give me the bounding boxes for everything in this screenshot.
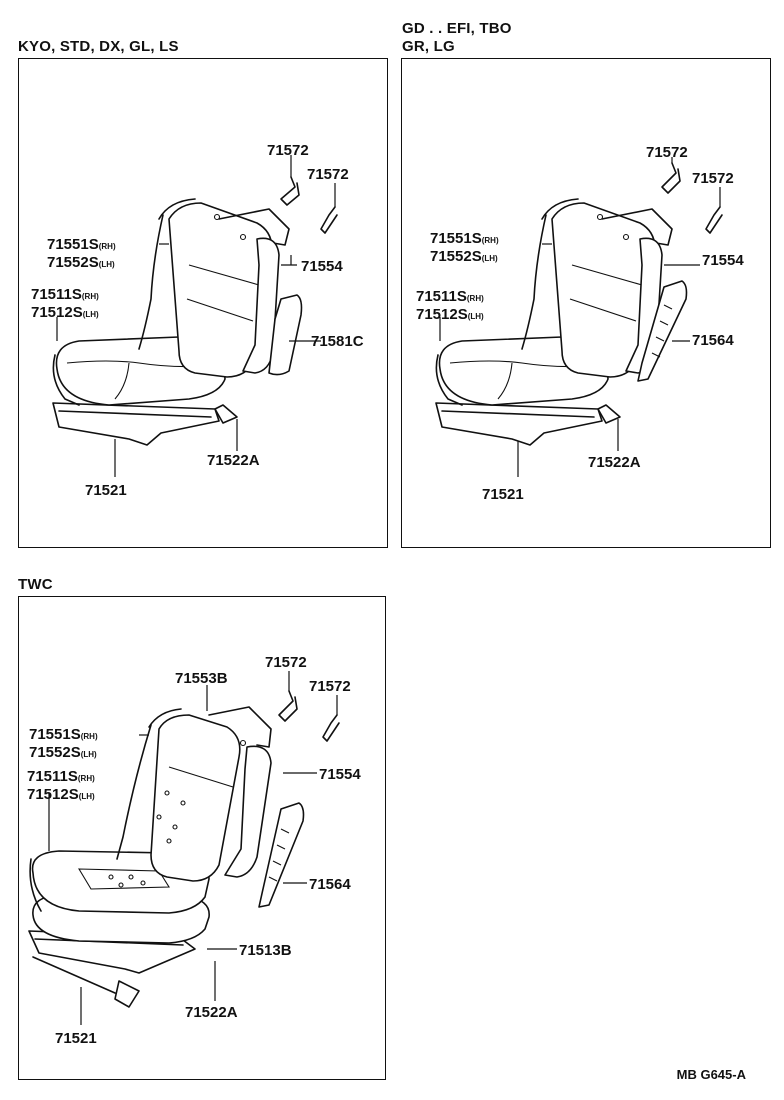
callout-top-pad: 71553B [175, 670, 228, 687]
callout-back-frame-a: 71551S(RH) [47, 236, 116, 253]
callout-base: 71521 [55, 1030, 97, 1047]
callout-main: 71551S [47, 236, 99, 253]
callout-suffix: (LH) [99, 260, 115, 269]
clip-b-shape [705, 206, 723, 234]
callout-main: 71511S [31, 286, 82, 303]
callout-main: 71512S [416, 306, 468, 323]
clip-b-shape [320, 206, 338, 234]
panel-title-line: TWC [18, 576, 53, 593]
side-part-cover [637, 280, 688, 382]
callout-clip-a: 71572 [265, 654, 307, 671]
callout-main: 71512S [27, 786, 79, 803]
callout-base: 71521 [85, 482, 127, 499]
side-part-cover [268, 294, 303, 376]
callout-suffix: (LH) [468, 312, 484, 321]
callout-back-side-pad: 71554 [301, 258, 343, 275]
back-side-pad [224, 745, 272, 878]
callout-main: 71552S [430, 248, 482, 265]
panel-title-line: GD . . EFI, TBO [402, 20, 512, 37]
clip-a-shape [661, 162, 681, 194]
callout-suffix: (LH) [83, 310, 99, 319]
clip-b-shape [322, 714, 340, 742]
seat-base-frame [435, 402, 621, 446]
callout-main: 71551S [430, 230, 482, 247]
seat-diagram-gd: 71572 71572 71551S(RH) 71552S(LH) 71511S… [416, 144, 744, 503]
callout-back-frame-b: 71552S(LH) [430, 248, 498, 265]
callout-cushion-frame-a: 71511S(RH) [416, 288, 484, 305]
callout-bracket: 71522A [588, 454, 641, 471]
seat-backrest [138, 198, 290, 378]
callout-back-side-pad: 71554 [702, 252, 744, 269]
callout-suffix: (RH) [82, 292, 99, 301]
callout-back-frame-a: 71551S(RH) [29, 726, 98, 743]
callout-clip-b: 71572 [309, 678, 351, 695]
callout-suffix: (LH) [482, 254, 498, 263]
callout-back-side-pad: 71554 [319, 766, 361, 783]
callout-back-frame-a: 71551S(RH) [430, 230, 499, 247]
callout-cushion-pad: 71513B [239, 942, 292, 959]
panel-title-twc: TWC [18, 576, 53, 594]
callout-cushion-frame-a: 71511S(RH) [27, 768, 95, 785]
clip-a-shape [278, 690, 298, 722]
callout-main: 71512S [31, 304, 83, 321]
diagram-panel-twc: 71553B 71572 71572 71551S(RH) 71552S(LH)… [18, 596, 386, 1080]
callout-cushion-frame-a: 71511S(RH) [31, 286, 99, 303]
diagram-panel-gd: 71572 71572 71551S(RH) 71552S(LH) 71511S… [401, 58, 771, 548]
panel-title-line: KYO, STD, DX, GL, LS [18, 38, 179, 55]
callout-back-frame-b: 71552S(LH) [29, 744, 97, 761]
document-code: MB G645-A [676, 1067, 746, 1082]
callout-bracket: 71522A [185, 1004, 238, 1021]
callout-base: 71521 [482, 486, 524, 503]
callout-side-part: 71581C [311, 333, 364, 350]
callout-clip-a: 71572 [267, 142, 309, 159]
callout-main: 71511S [27, 768, 78, 785]
callout-bracket: 71522A [207, 452, 260, 469]
side-part-cover [258, 802, 305, 908]
panel-title-kyo: KYO, STD, DX, GL, LS [18, 38, 179, 56]
seat-diagram-twc: 71553B 71572 71572 71551S(RH) 71552S(LH)… [27, 654, 361, 1047]
diagram-panel-kyo: 71572 71572 71551S(RH) 71552S(LH) 71511S… [18, 58, 388, 548]
callout-side-part: 71564 [309, 876, 351, 893]
callout-main: 71552S [47, 254, 99, 271]
panel-title-gd: GD . . EFI, TBO GR, LG [402, 20, 512, 56]
callout-suffix: (RH) [482, 236, 499, 245]
seat-base-frame [52, 402, 238, 446]
callout-main: 71551S [29, 726, 81, 743]
callout-cushion-frame-b: 71512S(LH) [27, 786, 95, 803]
callout-clip-a: 71572 [646, 144, 688, 161]
clip-a-shape [280, 176, 300, 206]
callout-suffix: (LH) [79, 792, 95, 801]
seat-diagram-kyo: 71572 71572 71551S(RH) 71552S(LH) 71511S… [31, 142, 364, 499]
seat-backrest [116, 706, 272, 882]
callout-main: 71552S [29, 744, 81, 761]
callout-suffix: (RH) [78, 774, 95, 783]
callout-back-frame-b: 71552S(LH) [47, 254, 115, 271]
leader-back-side-pad [281, 255, 297, 266]
callout-cushion-frame-b: 71512S(LH) [31, 304, 99, 321]
panel-title-line: GR, LG [402, 38, 455, 55]
callout-clip-b: 71572 [692, 170, 734, 187]
callout-clip-b: 71572 [307, 166, 349, 183]
callout-suffix: (RH) [81, 732, 98, 741]
callout-main: 71511S [416, 288, 467, 305]
callout-suffix: (RH) [99, 242, 116, 251]
seat-backrest [521, 198, 673, 378]
callout-cushion-frame-b: 71512S(LH) [416, 306, 484, 323]
callout-suffix: (RH) [467, 294, 484, 303]
callout-side-part: 71564 [692, 332, 734, 349]
callout-suffix: (LH) [81, 750, 97, 759]
